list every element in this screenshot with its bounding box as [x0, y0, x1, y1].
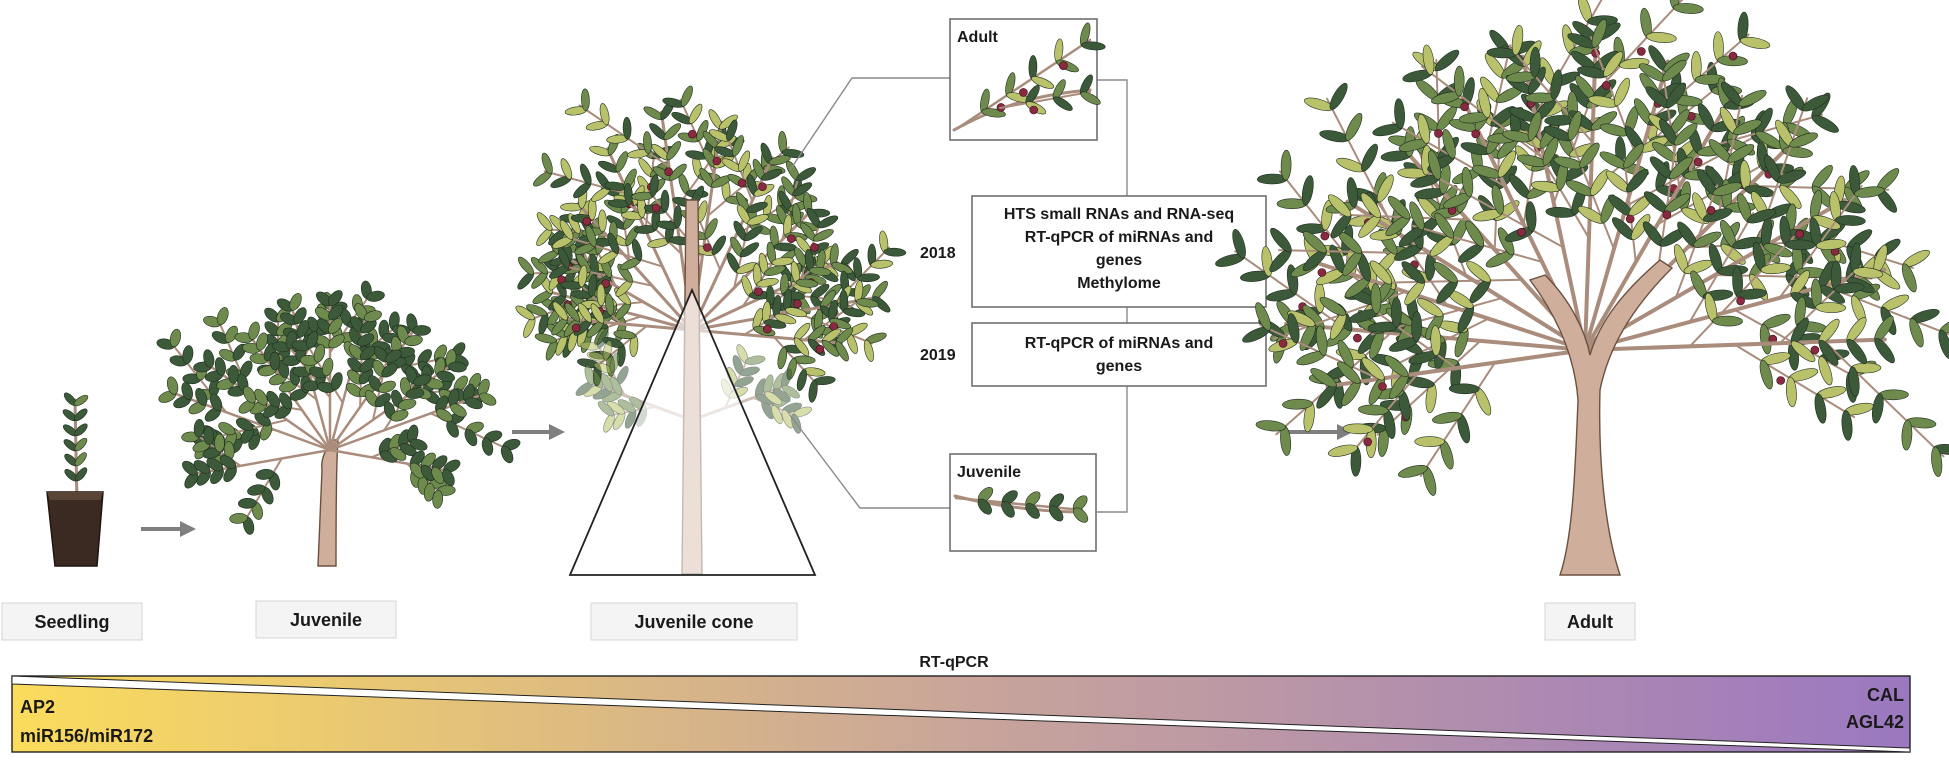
- experiment-line: RT-qPCR of miRNAs and: [1025, 229, 1213, 246]
- expression-gradient-bar: [11, 675, 1911, 753]
- stage-label-text: Juvenile: [290, 610, 362, 630]
- stage-label-juvenile-cone: Juvenile cone: [590, 602, 798, 641]
- progression-arrow: [1286, 424, 1353, 440]
- experiment-2018: 2018 HTS small RNAs and RNA-seq RT-qPCR …: [920, 195, 1267, 308]
- gene-label-right: AGL42: [1846, 712, 1904, 732]
- adult-sample-twig: [952, 22, 1106, 132]
- adult-sample-label: Adult: [957, 29, 999, 46]
- progression-arrow: [141, 521, 196, 537]
- stage-label-adult: Adult: [1544, 602, 1636, 641]
- cone-foliage: [515, 85, 907, 434]
- adult-foliage: [1215, 0, 1949, 496]
- seedling-pot: [46, 491, 104, 567]
- seedling-illustration: [46, 392, 104, 567]
- experiment-2019: 2019 RT-qPCR of miRNAs and genes: [920, 322, 1267, 387]
- juvenile-sample-label: Juvenile: [957, 464, 1021, 481]
- stage-label-text: Juvenile cone: [634, 612, 753, 632]
- juvenile-tree-illustration: [156, 280, 521, 567]
- experiment-year: 2018: [920, 245, 956, 262]
- progression-arrow: [512, 424, 565, 440]
- experiment-line: RT-qPCR of miRNAs and: [1025, 335, 1213, 352]
- stage-label-seedling: Seedling: [1, 602, 143, 641]
- juvenile-foliage: [156, 280, 521, 535]
- gradient-divider-wedge: [11, 675, 1911, 753]
- seedling-foliage: [62, 392, 89, 507]
- juvenile-sample-panel: Juvenile: [949, 453, 1097, 552]
- experiment-year: 2019: [920, 347, 956, 364]
- juvenile-cone-triangle: [568, 287, 817, 576]
- experiment-line: HTS small RNAs and RNA-seq: [1004, 206, 1234, 223]
- juvenile-sample-twig: [953, 487, 1089, 523]
- juvenile-cone-tree-illustration: [515, 85, 907, 576]
- gene-label-left: miR156/miR172: [20, 726, 153, 746]
- stage-label-text: Adult: [1567, 612, 1613, 632]
- gene-label-right: CAL: [1867, 685, 1904, 705]
- gradient-title: RT-qPCR: [919, 654, 989, 671]
- gene-label-left: AP2: [20, 697, 55, 717]
- experiment-line: genes: [1096, 252, 1142, 269]
- experiment-line: Methylome: [1077, 275, 1161, 292]
- stage-label-text: Seedling: [34, 612, 109, 632]
- adult-tree-illustration: [1215, 0, 1949, 576]
- stage-label-juvenile: Juvenile: [255, 600, 397, 639]
- experiment-line: genes: [1096, 358, 1142, 375]
- adult-sample-panel: Adult: [949, 18, 1106, 141]
